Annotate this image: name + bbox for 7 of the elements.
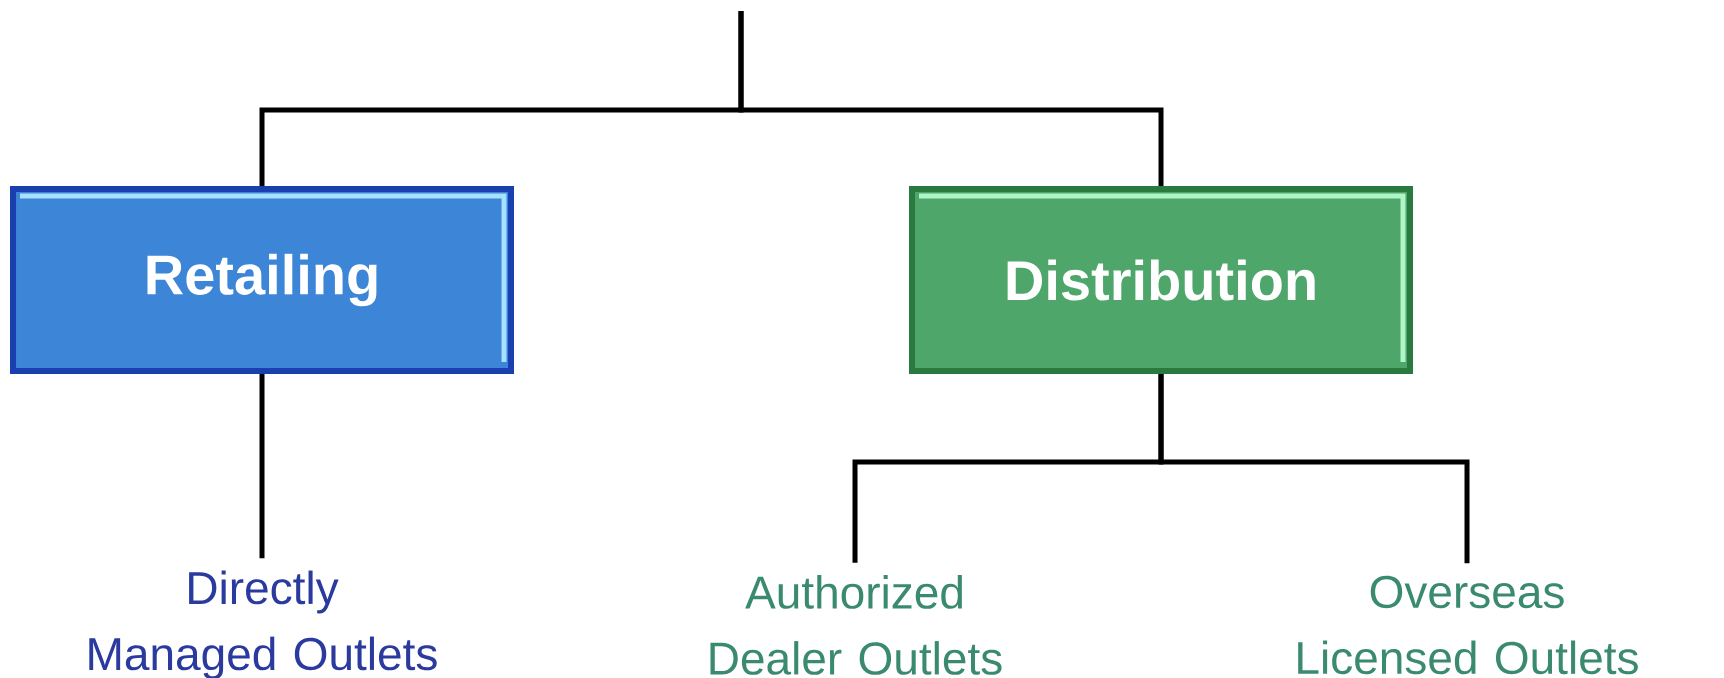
connector-line [738, 11, 1164, 186]
outlet-label: Authorized Dealer Outlets [710, 575, 1002, 675]
outlet-label: Overseas Licensed Outlets [1298, 575, 1638, 675]
connector-line [1158, 374, 1470, 564]
connector-line [259, 374, 265, 559]
process-box: Distribution [909, 186, 1413, 374]
process-box: Retailing [10, 186, 514, 374]
